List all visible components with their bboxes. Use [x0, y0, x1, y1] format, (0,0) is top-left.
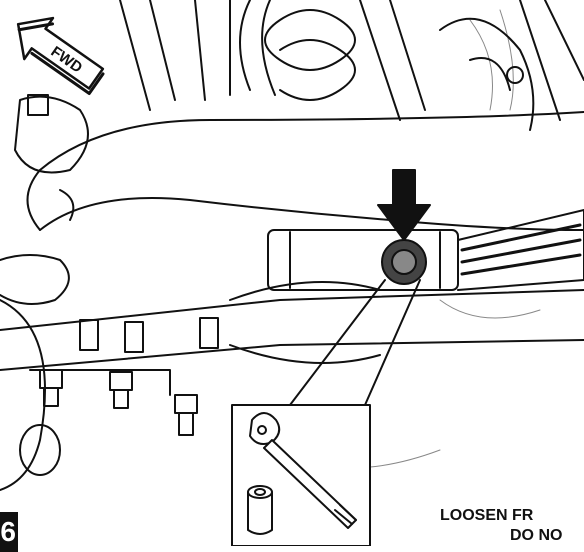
socket-icon [248, 486, 272, 534]
step-number: 6 [0, 512, 18, 552]
tool-inset [232, 405, 370, 546]
caption-line-2: DO NO [440, 526, 584, 546]
caption: LOOSEN FR DO NO [440, 506, 584, 546]
background-shading [300, 10, 540, 468]
upper-frame [120, 0, 584, 130]
caption-line-1: LOOSEN FR [440, 507, 533, 524]
lower-arm [0, 282, 584, 370]
hose [28, 112, 584, 230]
fwd-arrow: FWD [4, 4, 113, 101]
clamp-bolt [382, 240, 426, 284]
knuckle [0, 95, 88, 490]
bolts [30, 370, 197, 435]
tie-rod [268, 210, 584, 290]
